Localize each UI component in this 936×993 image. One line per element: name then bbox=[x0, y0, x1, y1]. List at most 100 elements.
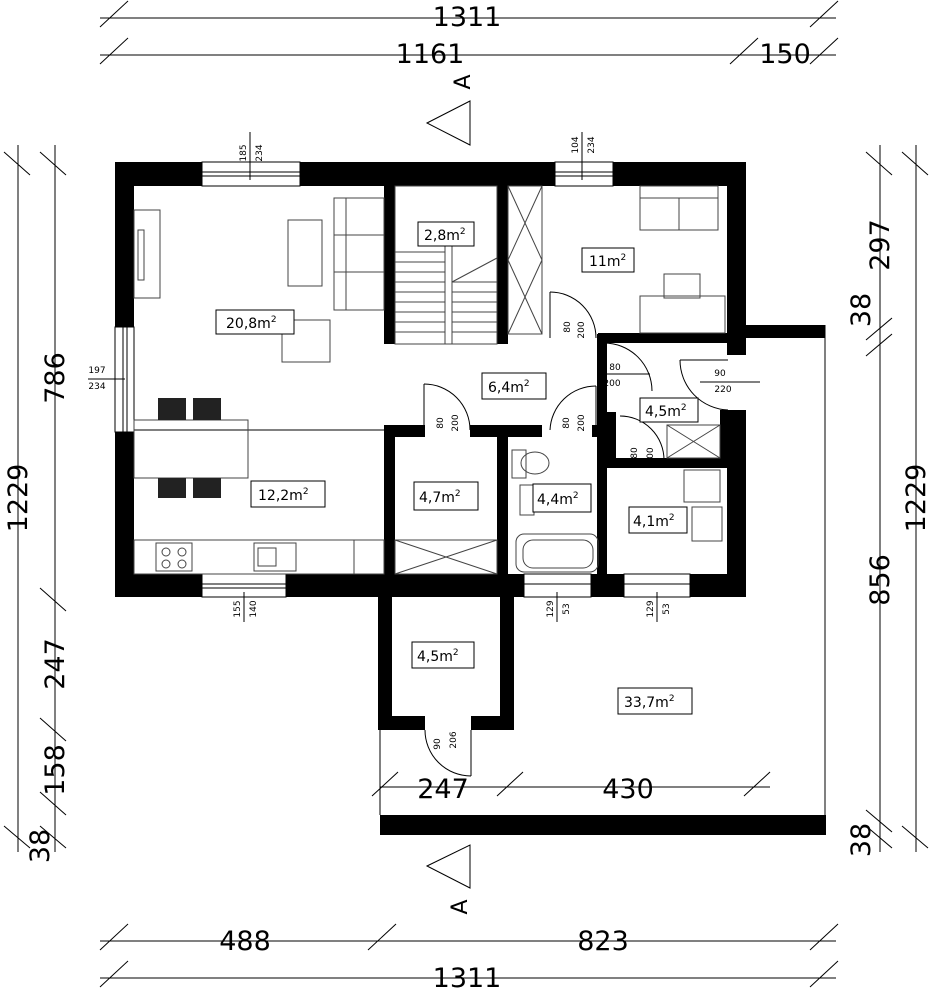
door-swing-vestibule bbox=[424, 729, 472, 777]
opening-label: 234 bbox=[255, 144, 265, 161]
dim-left-d: 38 bbox=[25, 829, 56, 863]
room-bathroom: 4,4m2 bbox=[532, 483, 592, 513]
room-terrace: 33,7m2 bbox=[617, 687, 693, 715]
dim-bottom-b: 823 bbox=[577, 926, 629, 957]
cabinet bbox=[683, 469, 721, 503]
opening-label: 90 bbox=[433, 738, 443, 750]
room-area: 2,8m bbox=[424, 228, 460, 244]
dim-left-total: 1229 bbox=[3, 464, 34, 533]
washbasin bbox=[519, 484, 535, 516]
room-area: 6,4m bbox=[488, 380, 524, 396]
section-triangle-icon bbox=[425, 100, 471, 146]
svg-text:6,4m2: 6,4m2 bbox=[488, 379, 530, 396]
stair-steps bbox=[395, 245, 498, 344]
opening-label: 200 bbox=[577, 414, 587, 431]
armchair bbox=[281, 319, 331, 363]
dim-terrace-b: 430 bbox=[602, 774, 654, 805]
dim-right-a: 297 bbox=[865, 219, 896, 271]
toilet-tank bbox=[511, 449, 527, 479]
cooktop bbox=[155, 542, 193, 572]
opening-label: 200 bbox=[646, 447, 656, 464]
dining-table bbox=[133, 419, 249, 479]
sofa bbox=[333, 197, 385, 311]
dim-bottom-a: 488 bbox=[219, 926, 271, 957]
opening-label: 80 bbox=[436, 417, 446, 429]
door-swing-bath bbox=[549, 385, 597, 431]
dim-left-c: 158 bbox=[40, 744, 71, 796]
door-swing-room bbox=[423, 383, 471, 431]
door-swing-wc bbox=[619, 415, 665, 461]
kitchen-counter bbox=[133, 539, 385, 575]
section-label-bottom: A bbox=[448, 899, 473, 914]
sink bbox=[253, 542, 297, 572]
opening-label: 80 bbox=[563, 321, 573, 333]
shower bbox=[666, 424, 721, 459]
opening-label: 220 bbox=[714, 385, 731, 395]
room-area: 4,5m bbox=[645, 404, 681, 420]
section-label-top: A bbox=[451, 74, 476, 89]
opening-label: 185 bbox=[239, 144, 249, 161]
dim-right-b: 38 bbox=[846, 293, 877, 327]
opening-label: 197 bbox=[88, 366, 105, 376]
dim-left-a: 786 bbox=[40, 352, 71, 404]
opening-label: 129 bbox=[646, 600, 656, 617]
svg-text:4,4m2: 4,4m2 bbox=[537, 491, 579, 508]
bathtub bbox=[515, 533, 599, 573]
opening-label: 80 bbox=[609, 363, 621, 373]
svg-text:12,2m2: 12,2m2 bbox=[258, 487, 309, 504]
dim-left-b: 247 bbox=[40, 638, 71, 690]
cabinet bbox=[691, 506, 723, 542]
room-bedroom: 11m2 bbox=[581, 247, 635, 273]
opening-label: 200 bbox=[451, 414, 461, 431]
opening-labels: 185 234 104 234 197 234 155 140 129 53 1… bbox=[88, 132, 760, 750]
opening-label: 206 bbox=[449, 731, 459, 748]
room-entrance: 4,5m2 bbox=[639, 397, 699, 423]
opening-label: 200 bbox=[603, 379, 620, 389]
room-kitchen: 12,2m2 bbox=[250, 480, 326, 508]
room-utility: 4,1m2 bbox=[628, 506, 688, 534]
window-living-top bbox=[201, 161, 301, 187]
toilet-icon bbox=[520, 451, 550, 475]
room-area: 12,2m bbox=[258, 488, 303, 504]
opening-label: 90 bbox=[714, 369, 726, 379]
terrace-edge bbox=[380, 815, 826, 835]
room-area: 11m bbox=[589, 254, 620, 270]
section-marker-top: A bbox=[425, 74, 476, 146]
svg-text:4,1m2: 4,1m2 bbox=[633, 513, 675, 530]
opening-label: 129 bbox=[546, 600, 556, 617]
dim-top-a: 1161 bbox=[396, 39, 465, 70]
room-stairs: 2,8m2 bbox=[417, 221, 475, 247]
bottom-dimensions: 488 823 1311 bbox=[99, 923, 839, 993]
opening-label: 80 bbox=[562, 417, 572, 429]
section-marker-bottom: A bbox=[425, 844, 473, 915]
chair bbox=[158, 398, 186, 420]
left-dimensions: 1229 786 247 158 38 bbox=[3, 145, 71, 863]
svg-text:4,7m2: 4,7m2 bbox=[419, 489, 461, 506]
door-gap-vestibule bbox=[425, 716, 471, 730]
door-swing-entrance bbox=[679, 359, 729, 411]
svg-text:11m2: 11m2 bbox=[589, 253, 626, 270]
chair bbox=[193, 398, 221, 420]
svg-text:4,5m2: 4,5m2 bbox=[417, 648, 459, 665]
room-area: 4,4m bbox=[537, 492, 573, 508]
svg-text:4,5m2: 4,5m2 bbox=[645, 403, 687, 420]
opening-label: 53 bbox=[662, 603, 672, 614]
dim-terrace-a: 247 bbox=[417, 774, 469, 805]
furniture bbox=[133, 185, 726, 575]
room-area: 4,5m bbox=[417, 649, 453, 665]
coffee-table bbox=[287, 219, 323, 287]
dim-right-total: 1229 bbox=[901, 464, 932, 533]
room-room: 4,7m2 bbox=[413, 481, 479, 511]
room-vestibule: 4,5m2 bbox=[411, 641, 475, 669]
opening-label: 140 bbox=[249, 600, 259, 617]
desk-chair bbox=[663, 273, 701, 299]
door-swing-bedroom bbox=[549, 291, 597, 339]
staircase bbox=[394, 185, 498, 345]
chair bbox=[158, 478, 186, 498]
right-dimensions: 297 38 856 38 1229 bbox=[846, 145, 932, 857]
room-hall: 6,4m2 bbox=[481, 372, 547, 400]
dim-top-b: 150 bbox=[759, 39, 811, 70]
opening-label: 155 bbox=[233, 600, 243, 617]
section-triangle-icon bbox=[425, 844, 471, 889]
room-living: 20,8m2 bbox=[215, 309, 295, 335]
